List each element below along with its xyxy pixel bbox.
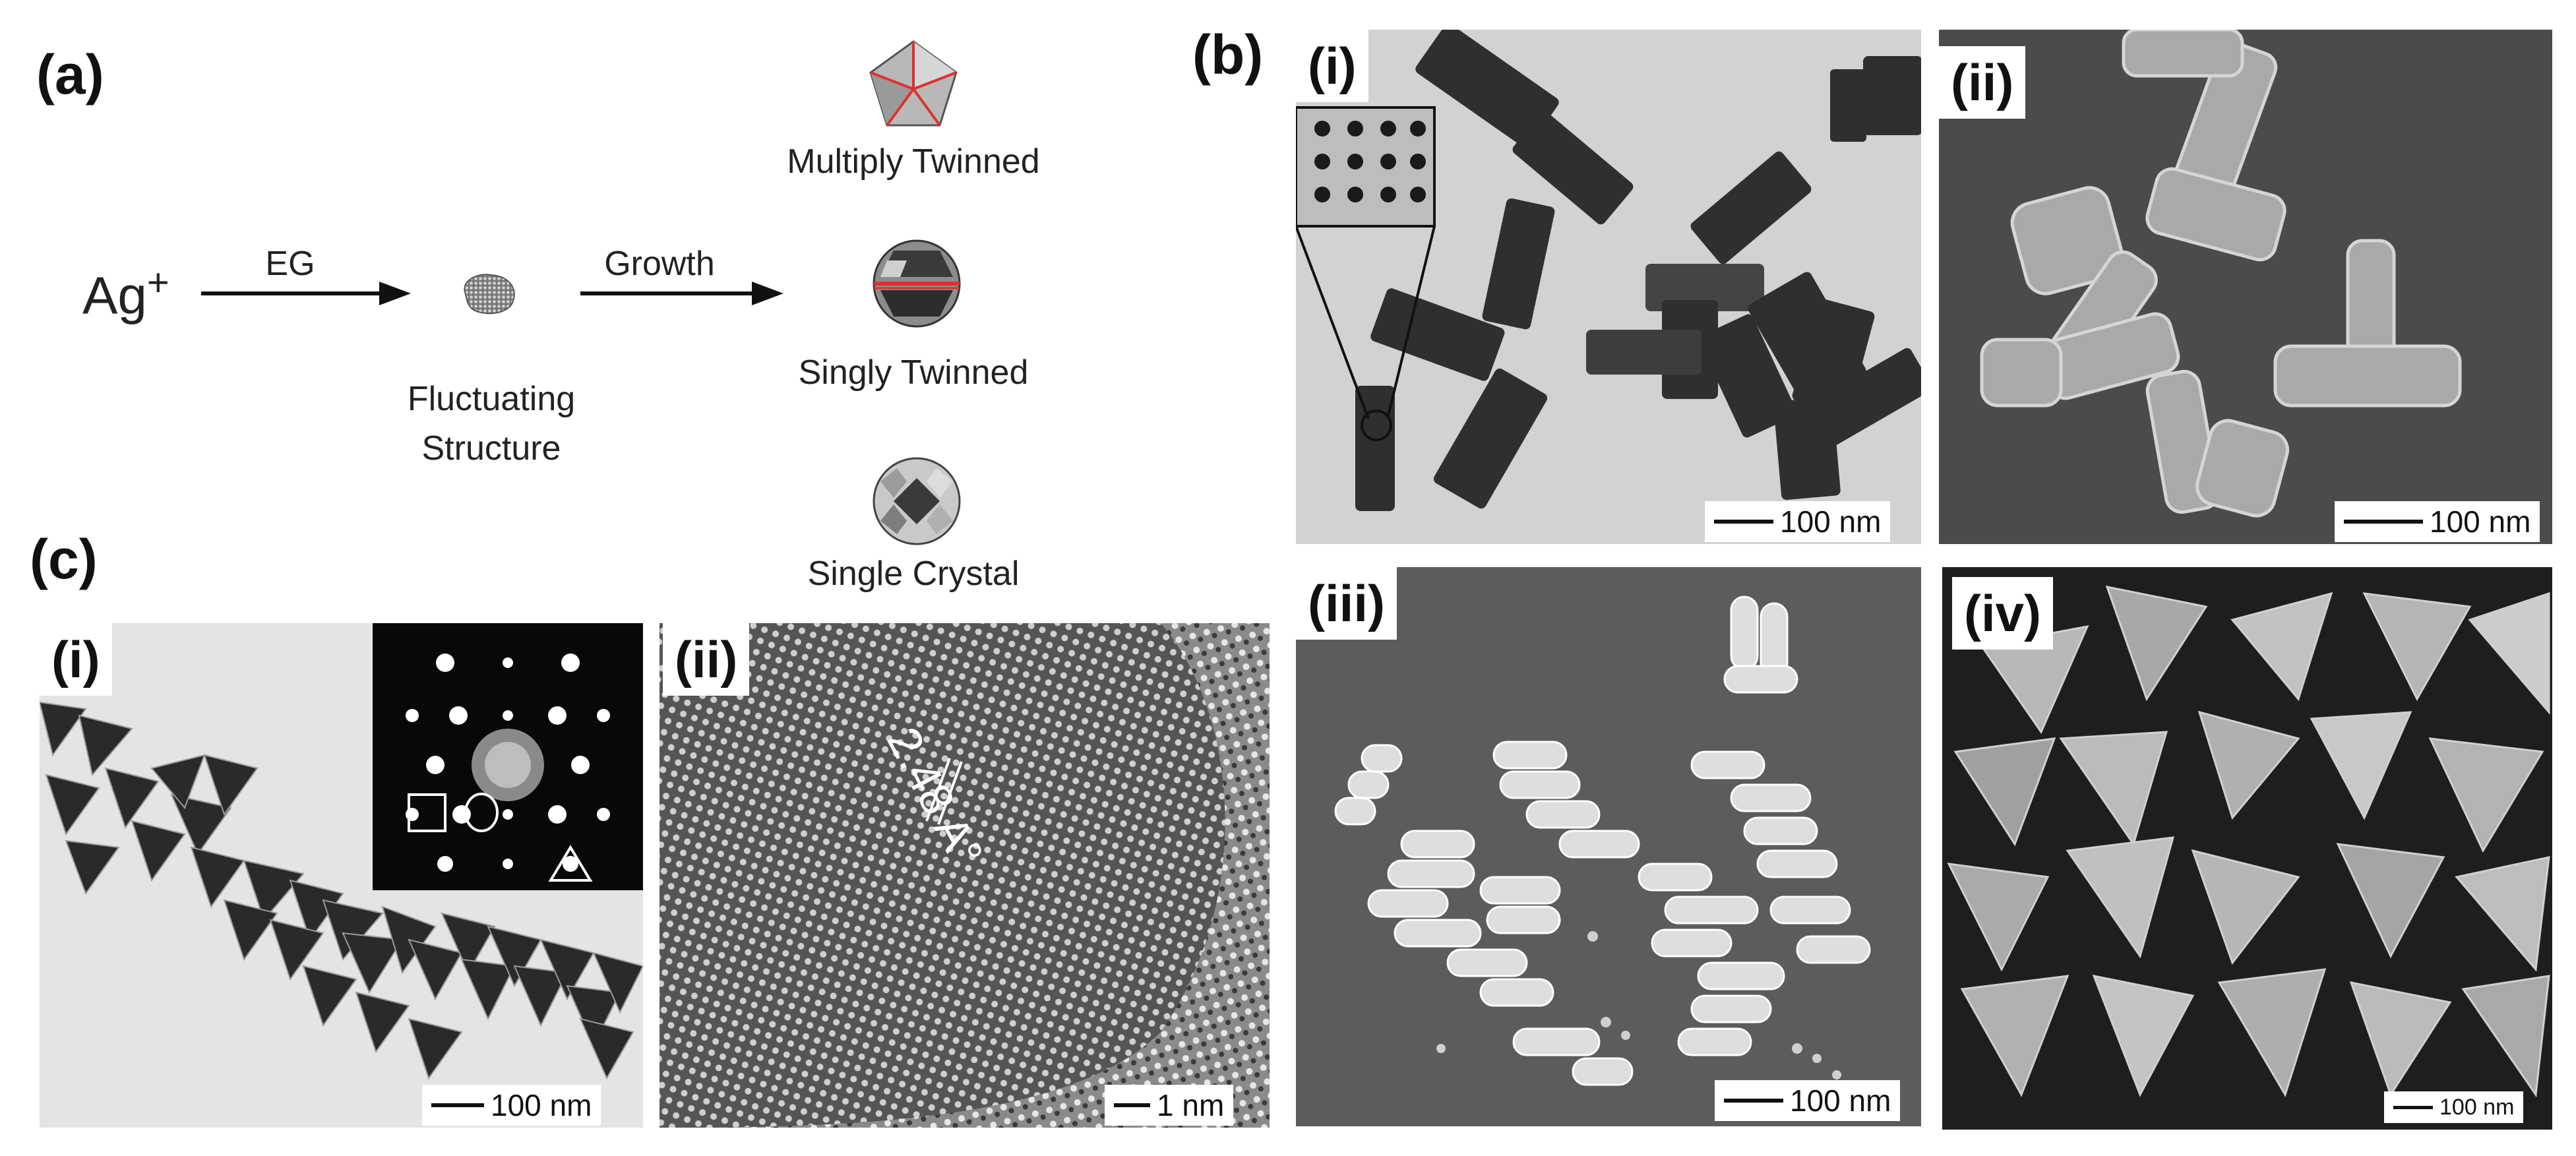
scalebar-b-iv-bar <box>2393 1105 2433 1109</box>
fluctuating-cluster-icon <box>464 274 515 315</box>
lattice-fringes <box>659 623 1270 1128</box>
scalebar-b-ii: 100 nm <box>2335 501 2540 542</box>
product-multiply-twinned-label: Multiply Twinned <box>787 142 1040 181</box>
subpanel-b-i-label: (i) <box>1296 30 1368 102</box>
intermediate-label-1: Fluctuating <box>407 380 576 418</box>
tem-image-c-i <box>40 623 643 1128</box>
reactant-ag: Ag+ <box>82 260 169 326</box>
scalebar-b-iii-text: 100 nm <box>1790 1083 1891 1118</box>
scalebar-b-iv-text: 100 nm <box>2439 1094 2515 1120</box>
nanobars-tem <box>1296 30 1921 544</box>
scalebar-b-i-text: 100 nm <box>1780 504 1882 539</box>
diffraction-pattern <box>373 623 643 890</box>
subpanel-b-ii-label: (ii) <box>1939 46 2026 119</box>
nanorods-sem <box>1296 567 1921 1126</box>
intermediate-label-2: Structure <box>421 429 561 468</box>
nanobars-sem <box>1939 30 2552 544</box>
panel-b-label: (b) <box>1192 24 1264 86</box>
panel-a-label: (a) <box>36 44 104 106</box>
scalebar-b-ii-bar <box>2344 520 2423 524</box>
arrow-growth <box>580 282 783 305</box>
scalebar-c-i-bar <box>431 1103 484 1107</box>
scalebar-b-iii: 100 nm <box>1715 1080 1901 1121</box>
scalebar-b-iii-bar <box>1724 1099 1783 1103</box>
arrow-eg-label: EG <box>265 245 315 283</box>
tem-image-b-i <box>1296 30 1921 544</box>
scalebar-c-i: 100 nm <box>422 1085 601 1126</box>
scalebar-c-ii: 1 nm <box>1105 1085 1234 1126</box>
arrow-growth-label: Growth <box>604 245 715 283</box>
scalebar-b-ii-text: 100 nm <box>2430 504 2531 539</box>
single-crystal-icon <box>873 457 961 545</box>
scalebar-c-ii-text: 1 nm <box>1157 1088 1225 1122</box>
scalebar-b-iv: 100 nm <box>2384 1091 2524 1123</box>
subpanel-c-i-label: (i) <box>40 623 112 696</box>
sem-image-b-iv <box>1942 567 2552 1130</box>
subpanel-b-iii-label: (iii) <box>1296 567 1397 640</box>
decahedron-icon <box>869 40 958 127</box>
subpanel-b-iv-label: (iv) <box>1952 577 2053 650</box>
reactant-symbol: Ag <box>82 266 147 325</box>
scalebar-c-ii-bar <box>1114 1103 1150 1107</box>
sem-image-b-ii <box>1939 30 2552 544</box>
bipyramids-sem <box>1942 567 2552 1130</box>
hrtem-image-c-ii <box>659 623 1270 1128</box>
diffraction-inset <box>373 623 643 890</box>
scalebar-b-i: 100 nm <box>1705 501 1891 542</box>
scalebar-c-i-text: 100 nm <box>491 1088 592 1122</box>
product-singly-twinned-label: Singly Twinned <box>798 353 1029 392</box>
singly-twinned-icon <box>873 239 961 328</box>
subpanel-c-ii-label: (ii) <box>663 623 750 696</box>
scalebar-b-i-bar <box>1714 520 1773 524</box>
reactant-charge: + <box>146 261 169 304</box>
arrow-eg <box>201 282 411 305</box>
sem-image-b-iii <box>1296 567 1921 1126</box>
product-single-crystal-label: Single Crystal <box>807 555 1020 593</box>
panel-c-label: (c) <box>30 528 98 590</box>
